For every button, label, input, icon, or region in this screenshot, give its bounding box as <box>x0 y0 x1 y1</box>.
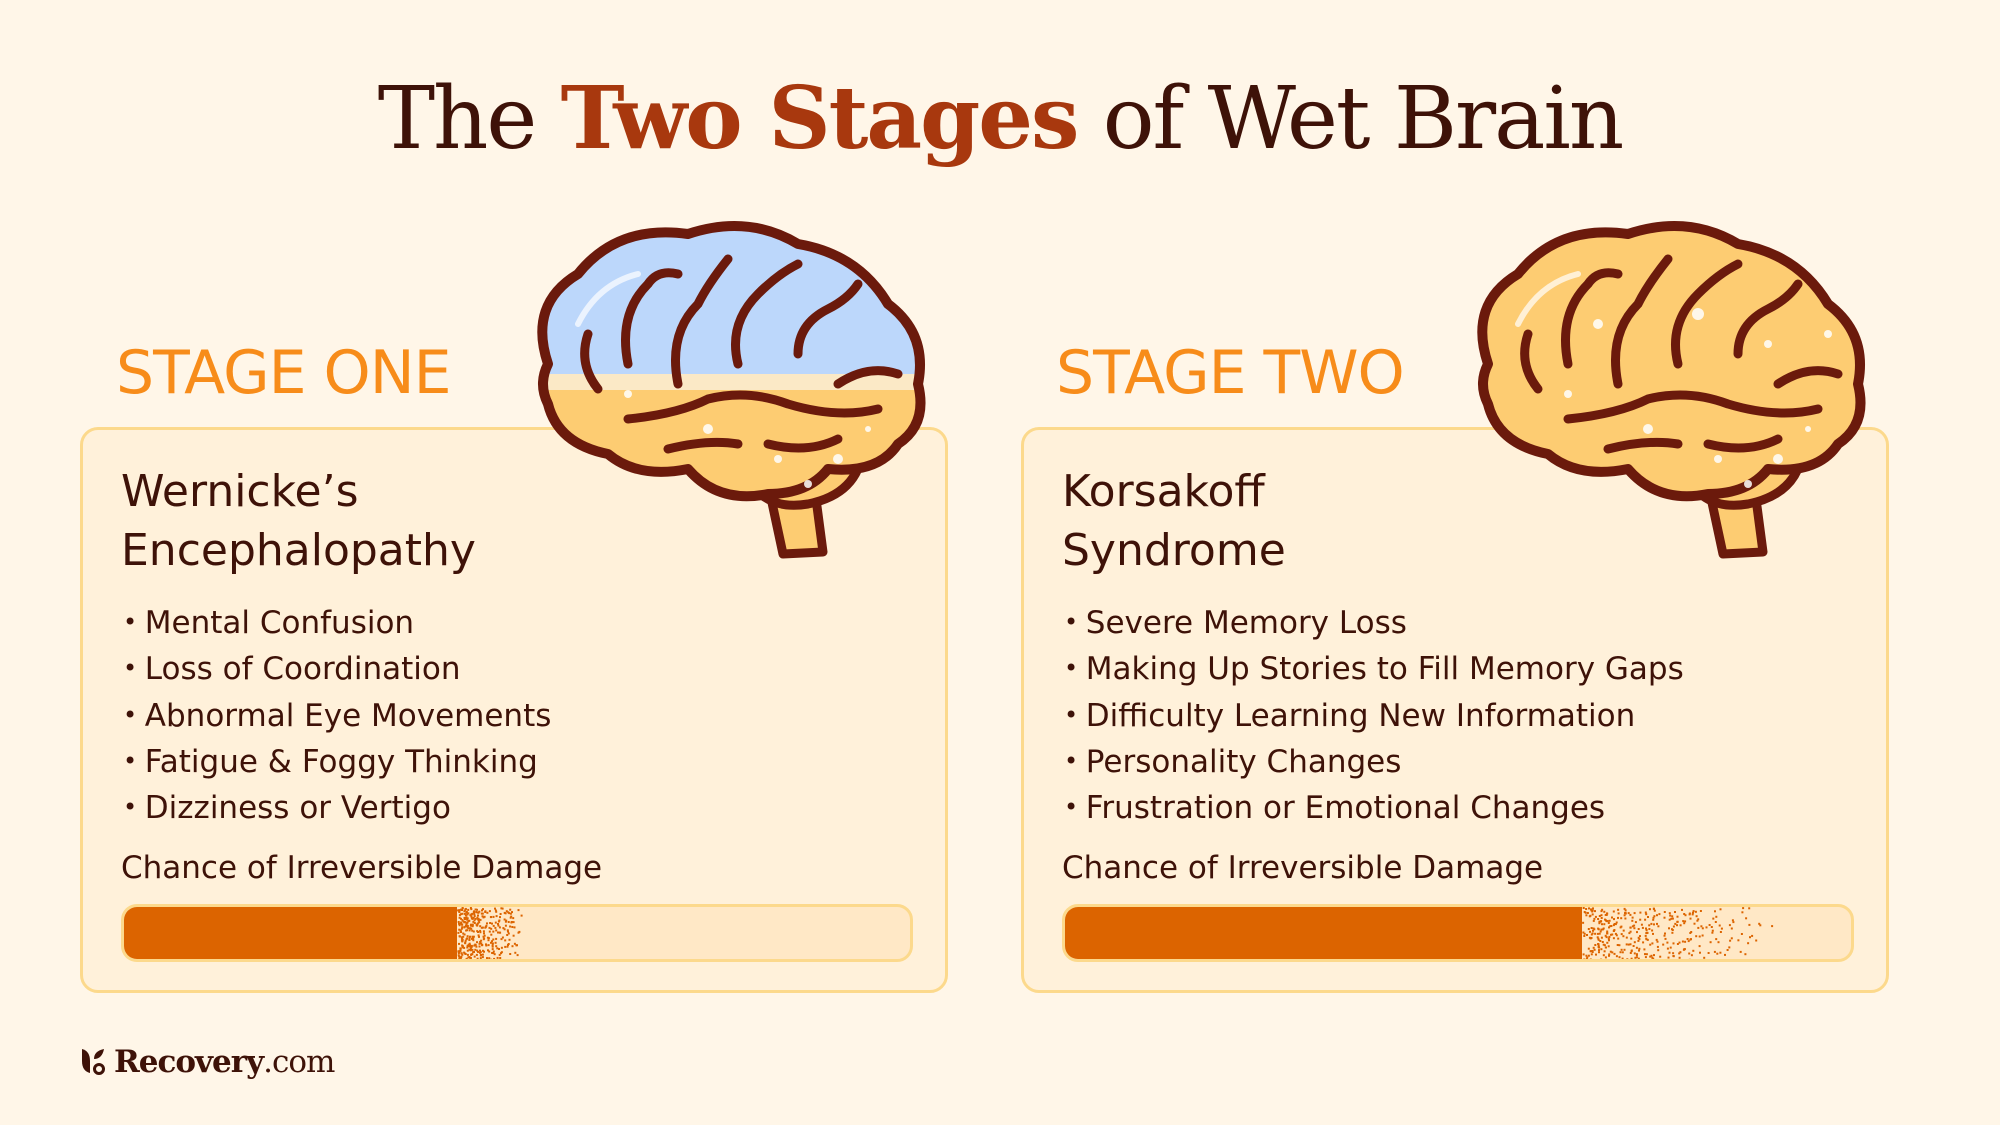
damage-bar-fill <box>124 907 457 959</box>
title-accent: Two Stages <box>561 68 1078 169</box>
logo-text: Recovery.com <box>114 1044 334 1080</box>
symptom-item: Fatigue & Foggy Thinking <box>123 739 551 785</box>
symptom-item: Mental Confusion <box>123 600 551 646</box>
symptom-item: Dizziness or Vertigo <box>123 785 551 831</box>
symptom-item: Difficulty Learning New Information <box>1064 693 1684 739</box>
damage-label: Chance of Irreversible Damage <box>121 850 602 886</box>
damage-bar-texture <box>457 907 527 959</box>
stage-two-symptoms: Severe Memory Loss Making Up Stories to … <box>1064 600 1684 831</box>
title-prefix: The <box>378 69 561 169</box>
logo-name: Recovery <box>114 1044 263 1080</box>
symptom-item: Loss of Coordination <box>123 646 551 692</box>
symptom-item: Personality Changes <box>1064 739 1684 785</box>
stage-two-label: STAGE TWO <box>1056 338 1404 408</box>
stage-one-heading: Wernicke’s Encephalopathy <box>121 462 476 580</box>
stage-one-symptoms: Mental Confusion Loss of Coordination Ab… <box>123 600 551 831</box>
symptom-item: Severe Memory Loss <box>1064 600 1684 646</box>
symptom-item: Abnormal Eye Movements <box>123 693 551 739</box>
logo-domain: .com <box>263 1044 334 1080</box>
damage-label: Chance of Irreversible Damage <box>1062 850 1543 886</box>
brain-icon <box>1448 214 1878 564</box>
symptom-item: Frustration or Emotional Changes <box>1064 785 1684 831</box>
damage-bar-texture <box>1582 907 1782 959</box>
stage-two-heading: Korsakoff Syndrome <box>1062 462 1286 580</box>
logo-leaf-icon <box>80 1047 106 1077</box>
title-suffix: of Wet Brain <box>1077 69 1622 169</box>
symptom-item: Making Up Stories to Fill Memory Gaps <box>1064 646 1684 692</box>
damage-bar <box>121 904 913 962</box>
damage-bar <box>1062 904 1854 962</box>
damage-bar-fill <box>1065 907 1582 959</box>
recovery-logo[interactable]: Recovery.com <box>80 1044 334 1080</box>
stage-one-label: STAGE ONE <box>116 338 451 408</box>
brain-icon <box>508 214 938 564</box>
page-title: The Two Stages of Wet Brain <box>0 68 2000 169</box>
